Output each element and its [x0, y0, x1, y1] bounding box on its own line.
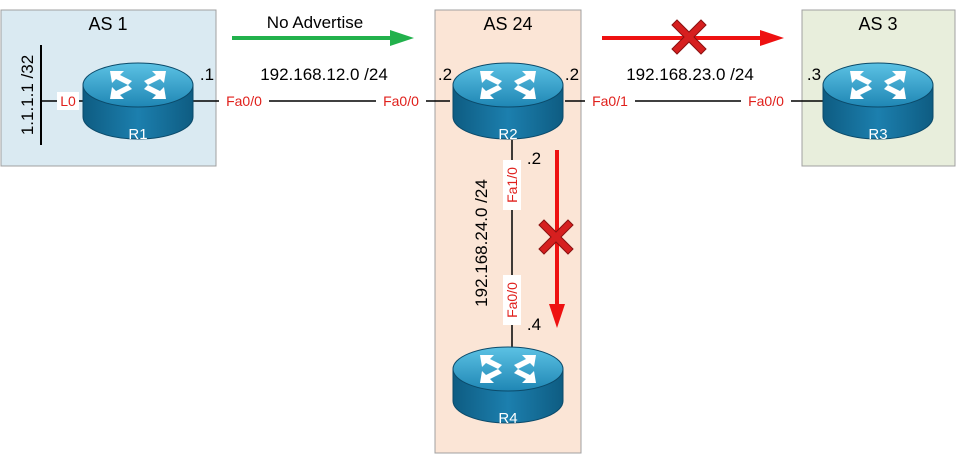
interface-r3-fa00: Fa0/0 [748, 93, 784, 109]
router-r2-label: R2 [498, 126, 517, 143]
octet-r3: .3 [807, 65, 821, 84]
blocked-arrow-r4 [549, 150, 565, 328]
router-r4[interactable]: R4 [452, 346, 564, 427]
router-r2[interactable]: R2 [452, 62, 564, 143]
interface-r1-fa00: Fa0/0 [226, 93, 262, 109]
router-r3-label: R3 [868, 126, 887, 143]
octet-r2-bottom: .2 [527, 149, 541, 168]
interface-r2-fa01: Fa0/1 [592, 93, 628, 109]
octet-r2-left: .2 [438, 65, 452, 84]
no-advertise-label: No Advertise [267, 13, 363, 32]
blocked-x-icon-vertical [538, 219, 574, 255]
interface-r2-fa00: Fa0/0 [383, 93, 419, 109]
as1-label: AS 1 [88, 14, 127, 34]
router-r1-label: R1 [128, 126, 147, 143]
interface-r4-fa00: Fa0/0 [504, 282, 520, 318]
loopback-network: 1.1.1.1 /32 [18, 55, 37, 135]
network-r1-r2: 192.168.12.0 /24 [260, 65, 388, 84]
interface-r1-lo: L0 [60, 93, 76, 109]
green-arrow [232, 30, 414, 46]
octet-r4: .4 [527, 315, 541, 334]
network-r2-r4: 192.168.24.0 /24 [472, 179, 491, 307]
router-r4-label: R4 [498, 410, 517, 427]
router-r3[interactable]: R3 [822, 62, 934, 143]
blocked-x-icon [671, 19, 707, 55]
octet-r1: .1 [200, 65, 214, 84]
interface-r2-fa10: Fa1/0 [504, 167, 520, 203]
router-r1[interactable]: R1 [82, 62, 194, 143]
octet-r2-right: .2 [565, 65, 579, 84]
as24-label: AS 24 [483, 14, 532, 34]
network-r2-r3: 192.168.23.0 /24 [626, 65, 754, 84]
as3-label: AS 3 [858, 14, 897, 34]
